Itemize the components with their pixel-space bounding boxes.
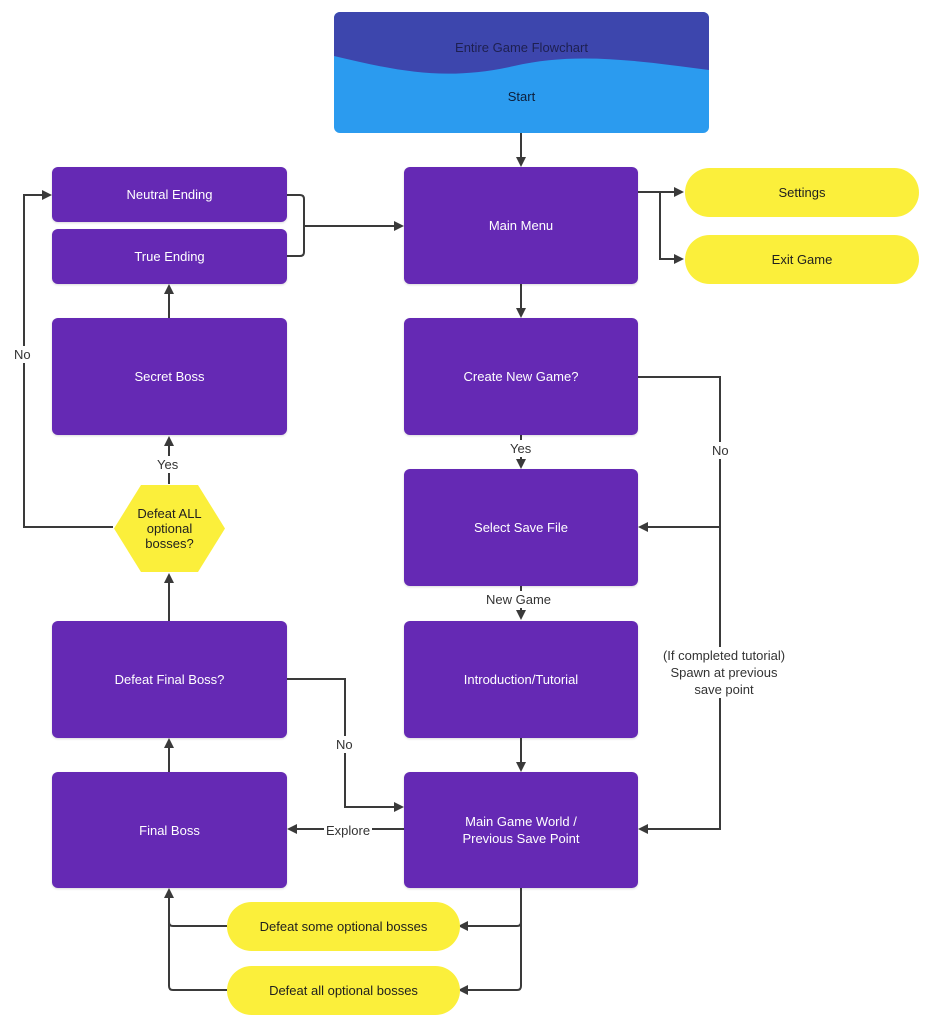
- edge-label-completed-tutorial: (If completed tutorial) Spawn at previou…: [648, 647, 800, 698]
- edge-mainmenu-exit: [638, 191, 684, 264]
- introduction-tutorial-node: Introduction/Tutorial: [404, 621, 638, 738]
- defeat-some-optional-pill: Defeat some optional bosses: [227, 902, 460, 951]
- edge-world-select-loop: [638, 527, 721, 834]
- select-save-file-node: Select Save File: [404, 469, 638, 586]
- edge-label-no-final: No: [334, 736, 355, 753]
- edge-label-yes-create: Yes: [508, 440, 534, 457]
- edge-world-somepill: [458, 888, 522, 931]
- exit-game-node: Exit Game: [685, 235, 919, 284]
- edge-world-allpill: [458, 922, 522, 995]
- secret-boss-node: Secret Boss: [52, 318, 287, 435]
- defeat-all-optional-pill: Defeat all optional bosses: [227, 966, 460, 1015]
- edge-true-mainmenu: [287, 226, 305, 257]
- edge-neutral-mainmenu: [287, 194, 305, 226]
- final-boss-node: Final Boss: [52, 772, 287, 888]
- flowchart-title: Entire Game Flowchart: [455, 40, 588, 55]
- true-ending-node: True Ending: [52, 229, 287, 284]
- defeat-final-boss-node: Defeat Final Boss?: [52, 621, 287, 738]
- create-new-game-node: Create New Game?: [404, 318, 638, 435]
- start-label: Start: [507, 89, 536, 104]
- main-game-world-node: Main Game World / Previous Save Point: [404, 772, 638, 888]
- neutral-ending-node: Neutral Ending: [52, 167, 287, 222]
- edge-label-no-create: No: [710, 442, 731, 459]
- edge-allpill-finalboss: [168, 922, 227, 991]
- edge-label-no-left: No: [12, 346, 33, 363]
- defeat-all-optional-decision: Defeat ALL optional bosses?: [113, 484, 226, 573]
- start-block: Entire Game Flowchart Start: [334, 12, 709, 133]
- settings-node: Settings: [685, 168, 919, 217]
- decision-label: Defeat ALL optional bosses?: [137, 506, 202, 551]
- edge-somepill-finalboss: [164, 888, 227, 927]
- edge-label-yes-secret: Yes: [155, 456, 181, 473]
- main-menu-node: Main Menu: [404, 167, 638, 284]
- edge-create-select-no: [638, 376, 721, 532]
- edge-label-explore: Explore: [324, 822, 373, 839]
- edge-label-new-game: New Game: [484, 591, 554, 608]
